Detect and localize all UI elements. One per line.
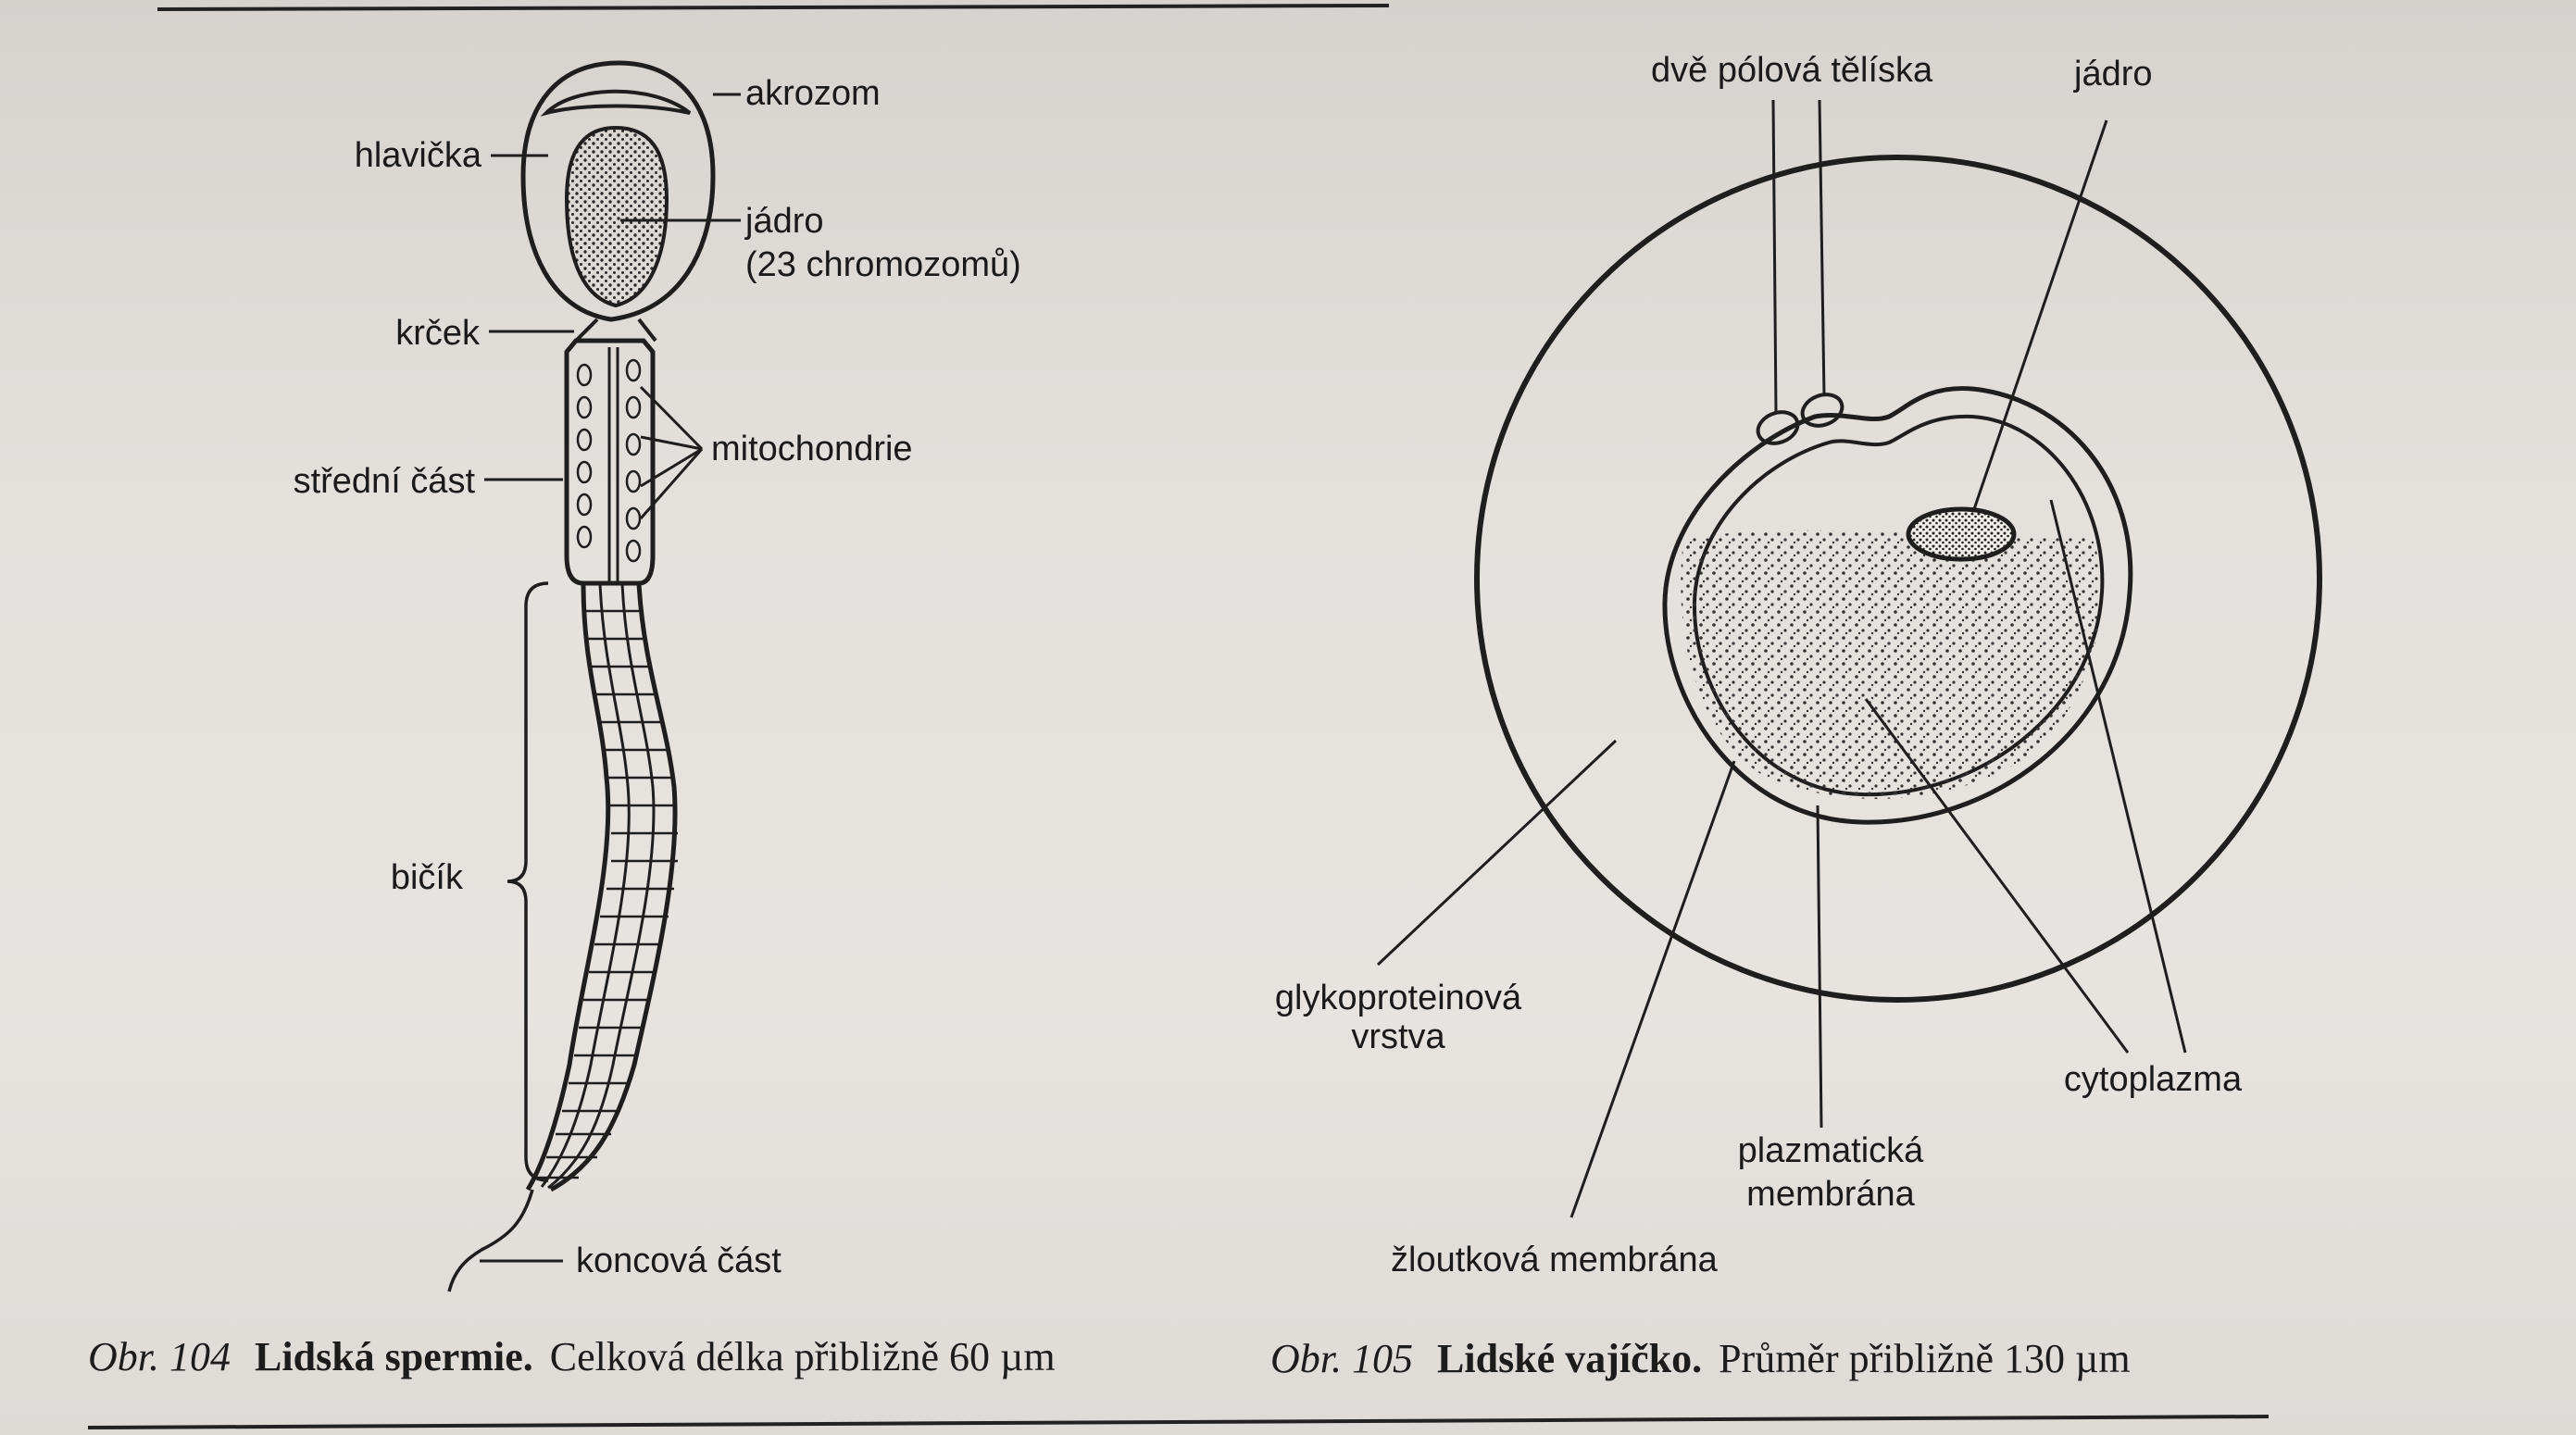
sperm-leader-lines xyxy=(480,93,741,1263)
caption-spermie-number: Obr. 104 xyxy=(88,1334,231,1379)
sperm-end-piece xyxy=(447,1189,534,1292)
caption-vajicko-number: Obr. 105 xyxy=(1270,1336,1413,1381)
caption-spermie-title: Lidská spermie. xyxy=(255,1334,533,1379)
caption-vajicko-text: Obr. 105 Lidské vajíčko. Průměr přibližn… xyxy=(1270,1336,2131,1381)
sperm-nucleus xyxy=(564,125,669,308)
sperm-head xyxy=(520,60,716,322)
flagellum-brace xyxy=(506,581,549,1182)
label-plazmaticka-1: plazmatická xyxy=(1738,1131,1924,1170)
caption-spermie-text: Obr. 104 Lidská spermie. Celková délka p… xyxy=(88,1334,1056,1379)
caption-vajicko-title: Lidské vajíčko. xyxy=(1437,1336,1702,1381)
sperm-acrosome xyxy=(540,89,692,117)
label-koncova-cast: koncová část xyxy=(576,1242,782,1280)
label-krcek: krček xyxy=(395,314,481,353)
caption-spermie-desc: Celková délka přibližně 60 µm xyxy=(550,1334,1056,1379)
label-jadro-egg: jádro xyxy=(2073,55,2153,94)
egg-diagram xyxy=(1376,99,2322,1218)
label-cytoplazma: cytoplazma xyxy=(2064,1060,2243,1099)
label-polova-teliska: dvě pólová tělíska xyxy=(1651,51,1933,90)
sperm-mitochondria xyxy=(576,358,642,563)
label-jadro-sperm: jádro xyxy=(744,202,824,241)
sperm-neck xyxy=(574,318,657,343)
label-bicik: bičík xyxy=(391,858,464,897)
label-zloutkova: žloutková membrána xyxy=(1391,1241,1719,1279)
sperm-flagellum xyxy=(525,582,678,1192)
egg-cytoplasm-granules xyxy=(1681,530,2102,799)
label-glyko-1: glykoproteinová xyxy=(1275,979,1522,1017)
label-stredni-cast: střední část xyxy=(294,462,476,501)
top-rule xyxy=(156,4,1390,11)
polar-body-1 xyxy=(1756,410,1800,445)
label-hlavicka: hlavička xyxy=(355,136,482,175)
egg-nucleus xyxy=(1906,506,2017,562)
caption-vajicko: Obr. 105 Lidské vajíčko. Průměr přibližn… xyxy=(1270,1336,2131,1381)
polar-body-2 xyxy=(1800,393,1844,428)
label-akrozom: akrozom xyxy=(745,74,881,113)
label-mitochondrie: mitochondrie xyxy=(711,430,913,468)
sperm-diagram xyxy=(447,60,741,1292)
sperm-flagellum-rings xyxy=(537,609,678,1179)
label-glyko-2: vrstva xyxy=(1351,1017,1445,1056)
label-plazmaticka-2: membrána xyxy=(1746,1175,1915,1214)
egg-vitelline-membrane xyxy=(1662,386,2133,825)
egg-outer-layer xyxy=(1474,155,2322,1003)
sperm-flagellum-inner xyxy=(540,582,656,1190)
caption-spermie: Obr. 104 Lidská spermie. Celková délka p… xyxy=(88,1334,1056,1379)
egg-leader-lines xyxy=(1376,99,2187,1218)
bottom-rule xyxy=(87,1415,2270,1429)
caption-vajicko-desc: Průměr přibližně 130 µm xyxy=(1719,1336,2131,1381)
label-chromozomy: (23 chromozomů) xyxy=(745,245,1021,284)
